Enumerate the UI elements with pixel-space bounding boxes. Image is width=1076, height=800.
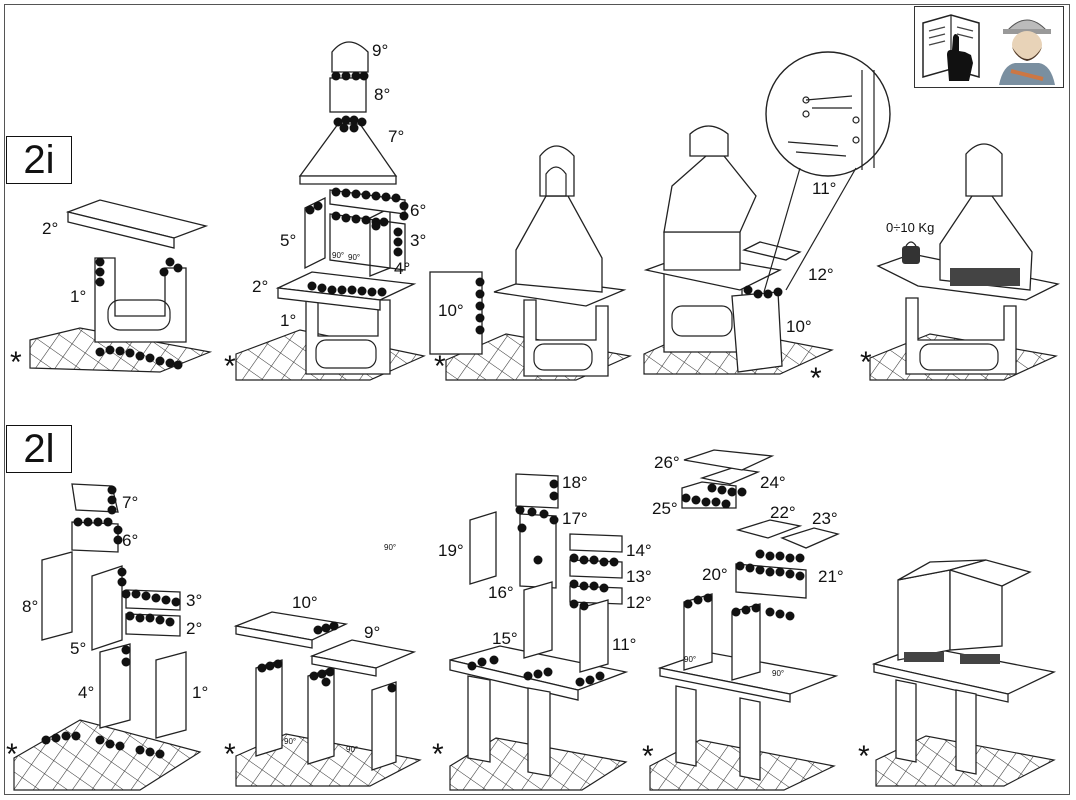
angle-mark: 90° bbox=[348, 253, 360, 262]
base-marker: * bbox=[434, 350, 446, 383]
part-label: 5° bbox=[280, 231, 296, 250]
part-label: 9° bbox=[364, 623, 380, 642]
panel-2l-1: 7° 6° 8° 3° 5° 2° 4° 1° * bbox=[6, 483, 208, 791]
part-label: 3° bbox=[186, 591, 202, 610]
part-label: 11° bbox=[612, 635, 636, 654]
weight-label: 0÷10 Kg bbox=[886, 220, 934, 235]
part-label: 10° bbox=[438, 301, 464, 320]
base-marker: * bbox=[860, 346, 872, 379]
part-label: 2° bbox=[186, 619, 202, 638]
manual-reading-icon bbox=[922, 14, 980, 81]
part-label: 10° bbox=[786, 317, 812, 336]
worker-icon bbox=[999, 19, 1055, 85]
part-label: 1° bbox=[192, 683, 208, 702]
zoom-inset bbox=[765, 51, 891, 177]
part-label: 3° bbox=[410, 231, 426, 250]
panel-2i-4: 11° 12° 10° * bbox=[643, 51, 891, 395]
base-marker: * bbox=[858, 740, 870, 773]
panel-2l-3: 18° 17° 19° 14° 16° 13° 12° 15° 11° * bbox=[432, 473, 652, 791]
angle-mark: 90° bbox=[332, 251, 344, 260]
part-label: 4° bbox=[78, 683, 94, 702]
part-label: 26° bbox=[654, 453, 680, 472]
part-label: 17° bbox=[562, 509, 588, 528]
step-2i-label: 2i bbox=[23, 138, 55, 182]
angle-mark: 90° bbox=[284, 737, 296, 746]
base-marker: * bbox=[224, 738, 236, 771]
step-2i-box: 2i bbox=[6, 136, 72, 184]
part-label: 20° bbox=[702, 565, 728, 584]
part-label: 6° bbox=[122, 531, 138, 550]
instructions-icon-box bbox=[914, 6, 1064, 88]
panel-2l-5: * bbox=[858, 559, 1057, 787]
part-label: 15° bbox=[492, 629, 518, 648]
part-label: 5° bbox=[70, 639, 86, 658]
part-label: 8° bbox=[374, 85, 390, 104]
part-label: 7° bbox=[388, 127, 404, 146]
panel-2i-1: 2° 1° * bbox=[10, 199, 213, 379]
part-label: 7° bbox=[122, 493, 138, 512]
part-label: 11° bbox=[812, 179, 836, 198]
base-marker: * bbox=[224, 350, 236, 383]
part-label: 12° bbox=[626, 593, 652, 612]
base-marker: * bbox=[810, 362, 822, 395]
part-label: 19° bbox=[438, 541, 464, 560]
part-label: 24° bbox=[760, 473, 786, 492]
part-label: 25° bbox=[652, 499, 678, 518]
panel-2i-5: 0÷10 Kg * bbox=[860, 143, 1060, 381]
part-label: 14° bbox=[626, 541, 652, 560]
step-2l-label: 2l bbox=[23, 427, 55, 471]
part-label: 22° bbox=[770, 503, 796, 522]
part-label: 2° bbox=[252, 277, 268, 296]
angle-mark: 90° bbox=[346, 745, 358, 754]
base-marker: * bbox=[432, 738, 444, 771]
angle-mark: 90° bbox=[684, 655, 696, 664]
part-label: 12° bbox=[808, 265, 834, 284]
part-label: 21° bbox=[818, 567, 844, 586]
angle-mark: 90° bbox=[384, 543, 396, 552]
part-label: 6° bbox=[410, 201, 426, 220]
part-label: 16° bbox=[488, 583, 514, 602]
base-marker: * bbox=[6, 738, 18, 771]
part-label: 10° bbox=[292, 593, 318, 612]
part-label: 4° bbox=[394, 259, 410, 278]
panel-2i-3: 10° * bbox=[429, 145, 633, 383]
angle-mark: 90° bbox=[772, 669, 784, 678]
sheet-border bbox=[4, 4, 1070, 795]
part-label: 1° bbox=[70, 287, 86, 306]
base-marker: * bbox=[10, 346, 22, 379]
part-label: 9° bbox=[372, 41, 388, 60]
base-marker: * bbox=[642, 740, 654, 773]
panel-2l-2: 10° 9° 90° 90° 90° * bbox=[224, 543, 422, 787]
part-label: 1° bbox=[280, 311, 296, 330]
part-label: 13° bbox=[626, 567, 652, 586]
panel-2l-4: 26° 24° 25° 22° 23° 20° 21° 90° 90° * bbox=[642, 449, 844, 791]
panel-2i-2: 9° 8° 7° 6° 5° 3° 4° 2° 1° 90° 90° * bbox=[224, 41, 426, 383]
part-label: 18° bbox=[562, 473, 588, 492]
part-label: 23° bbox=[812, 509, 838, 528]
part-label: 2° bbox=[42, 219, 58, 238]
step-2l-box: 2l bbox=[6, 425, 72, 473]
part-label: 8° bbox=[22, 597, 38, 616]
